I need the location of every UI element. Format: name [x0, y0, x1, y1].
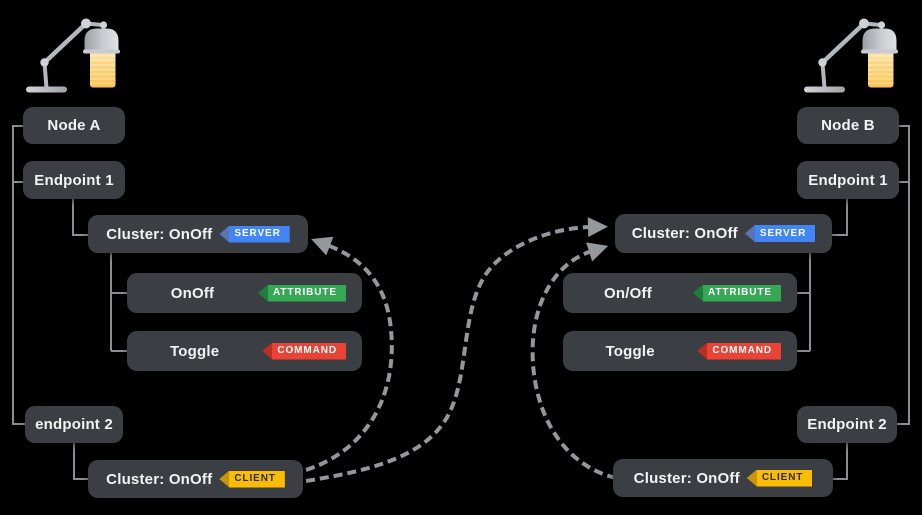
tree-connector-lines-left	[12, 125, 127, 480]
node-b-attribute-box: On/Off ATTRIBUTE	[563, 273, 797, 313]
attribute-label: On/Off	[604, 284, 652, 302]
command-label: Toggle	[170, 342, 220, 360]
attribute-label: OnOff	[170, 284, 215, 302]
node-a-server-cluster-box: Cluster: OnOff SERVER	[88, 215, 308, 253]
client-badge: CLIENT	[219, 470, 285, 488]
client-cluster-label: Cluster: OnOff	[106, 470, 213, 488]
tree-connector-lines-right	[797, 125, 910, 480]
endpoint2-label: Endpoint 2	[807, 416, 887, 433]
node-a-attribute-box: OnOff ATTRIBUTE	[127, 273, 362, 313]
client-badge: CLIENT	[746, 469, 813, 487]
node-b-endpoint1-box: Endpoint 1	[797, 161, 899, 199]
attribute-badge: ATTRIBUTE	[257, 284, 346, 302]
binding-arrow-clientB-serverB	[530, 242, 617, 480]
node-b-command-box: Toggle COMMAND	[563, 331, 797, 371]
node-a-label: Node A	[47, 117, 101, 134]
desk-lamp-icon	[26, 19, 120, 93]
command-badge: COMMAND	[697, 342, 781, 360]
server-cluster-label: Cluster: OnOff	[106, 225, 213, 243]
node-a-command-box: Toggle COMMAND	[127, 331, 362, 371]
endpoint1-label: Endpoint 1	[808, 171, 888, 189]
node-b-box: Node B	[797, 107, 899, 144]
node-a-box: Node A	[23, 107, 125, 144]
binding-arrow-clientA-serverB	[305, 217, 608, 483]
endpoint2-label: endpoint 2	[35, 416, 113, 433]
client-cluster-label: Cluster: OnOff	[633, 469, 740, 487]
node-b-endpoint2-box: Endpoint 2	[797, 406, 897, 443]
server-badge: SERVER	[219, 225, 290, 243]
command-badge: COMMAND	[262, 342, 346, 360]
server-cluster-label: Cluster: OnOff	[631, 225, 738, 242]
desk-lamp-icon	[804, 19, 898, 93]
node-b-label: Node B	[821, 117, 875, 134]
node-b-server-cluster-box: Cluster: OnOff SERVER	[615, 214, 832, 253]
node-a-endpoint2-box: endpoint 2	[25, 406, 123, 443]
endpoint1-label: Endpoint 1	[34, 171, 114, 189]
attribute-badge: ATTRIBUTE	[692, 284, 781, 302]
node-a-client-cluster-box: Cluster: OnOff CLIENT	[88, 460, 303, 498]
server-badge: SERVER	[744, 225, 816, 242]
command-label: Toggle	[605, 342, 655, 360]
node-b-client-cluster-box: Cluster: OnOff CLIENT	[613, 459, 833, 497]
node-a-endpoint1-box: Endpoint 1	[23, 161, 125, 199]
binding-arrow-clientA-serverA	[305, 236, 394, 472]
